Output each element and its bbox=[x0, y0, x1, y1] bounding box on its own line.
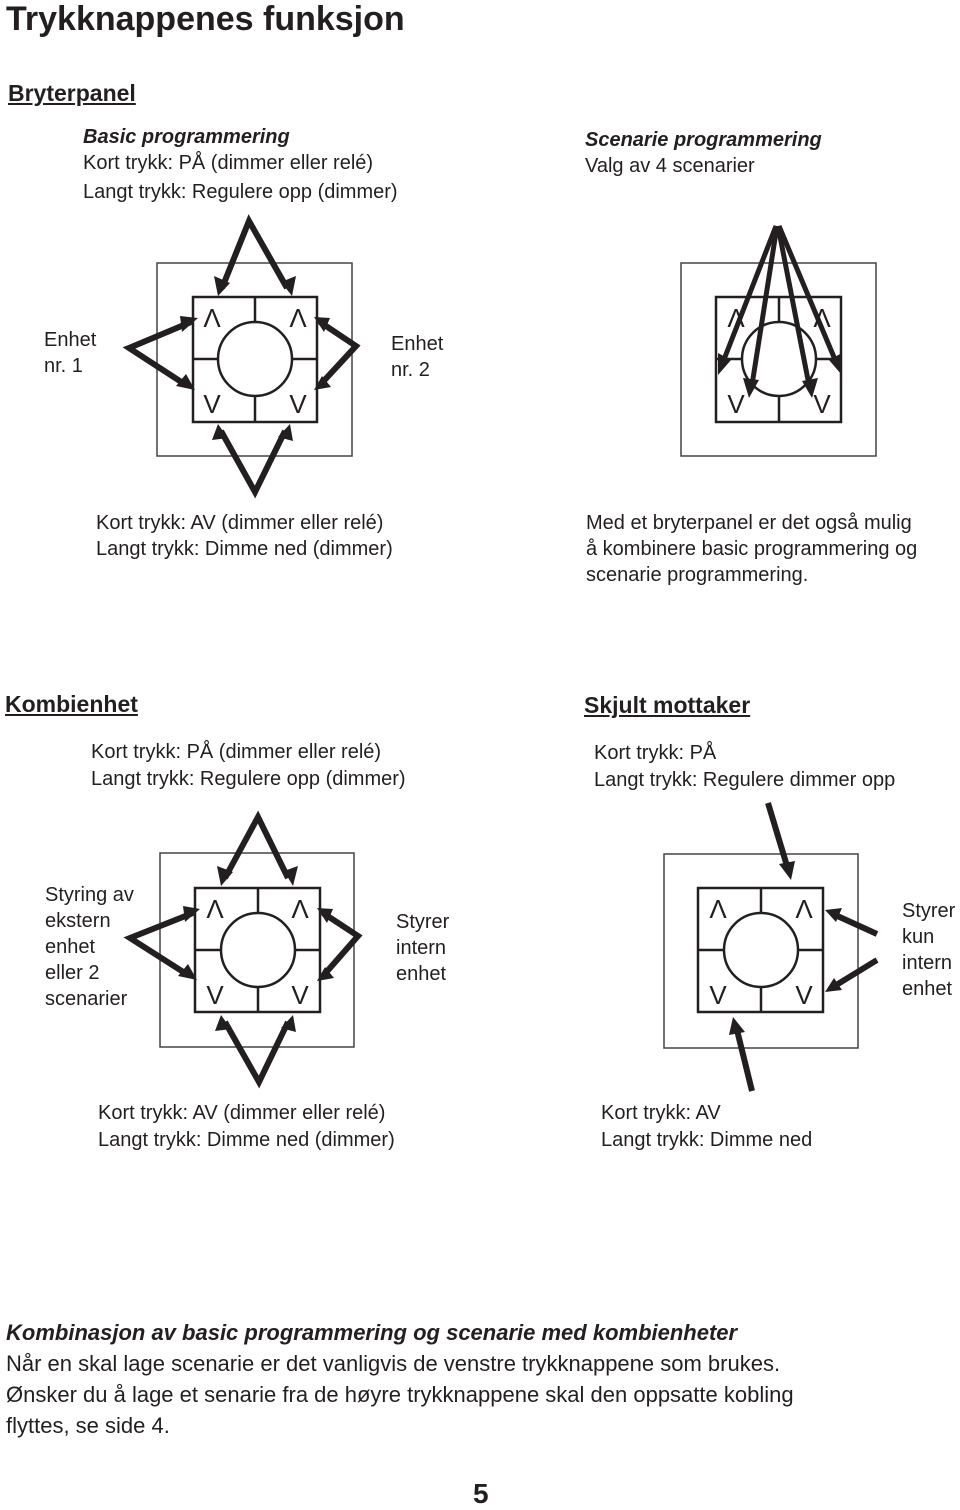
svg-text:V: V bbox=[291, 980, 309, 1010]
basic-line-1: Kort trykk: PÅ (dimmer eller relé) bbox=[83, 152, 374, 174]
svg-text:V: V bbox=[206, 980, 224, 1010]
svg-text:V: V bbox=[813, 389, 831, 419]
basic-programming-title: Basic programmering bbox=[83, 126, 290, 148]
footer-line-2: Ønsker du å lage et senarie fra de høyre… bbox=[6, 1382, 794, 1407]
page-title: Trykknappenes funksjon bbox=[6, 0, 405, 38]
key-up-left: Λ bbox=[203, 303, 221, 333]
skjult-bottom-line-2: Langt trykk: Dimme ned bbox=[601, 1129, 813, 1151]
scenario-line-1: Valg av 4 scenarier bbox=[585, 155, 755, 177]
switch-panel-2: Λ Λ V V bbox=[680, 225, 877, 457]
kombi-bottom-line-2: Langt trykk: Dimme ned (dimmer) bbox=[98, 1129, 395, 1151]
kombi-bottom-line-1: Kort trykk: AV (dimmer eller relé) bbox=[98, 1102, 386, 1124]
skjult-right-label: Styrer kun intern enhet bbox=[902, 900, 956, 1000]
key-down-left: V bbox=[203, 389, 221, 419]
key-up-right: Λ bbox=[289, 303, 307, 333]
footer-title: Kombinasjon av basic programmering og sc… bbox=[6, 1320, 738, 1345]
svg-text:V: V bbox=[795, 980, 813, 1010]
switch-panel-1: Λ Λ V V bbox=[122, 214, 361, 499]
kombi-left-label: Styring av ekstern enhet eller 2 scenari… bbox=[45, 884, 134, 1010]
kombi-line-2: Langt trykk: Regulere opp (dimmer) bbox=[91, 768, 406, 790]
basic-line-2: Langt trykk: Regulere opp (dimmer) bbox=[83, 181, 398, 203]
section-heading-bryterpanel: Bryterpanel bbox=[8, 80, 136, 106]
combination-note: Med et bryterpanel er det også mulig å k… bbox=[586, 512, 918, 586]
svg-text:Λ: Λ bbox=[813, 303, 831, 333]
switch-panel-skjult: Λ Λ V V bbox=[663, 802, 879, 1092]
svg-text:V: V bbox=[709, 980, 727, 1010]
svg-text:V: V bbox=[727, 389, 745, 419]
scenario-programming-title: Scenarie programmering bbox=[585, 129, 822, 151]
section-heading-kombienhet: Kombienhet bbox=[5, 691, 138, 717]
kombi-right-label: Styrer intern enhet bbox=[396, 911, 450, 985]
page-number: 5 bbox=[473, 1478, 489, 1509]
key-down-right: V bbox=[289, 389, 307, 419]
bryter-bottom-line-1: Kort trykk: AV (dimmer eller relé) bbox=[96, 512, 384, 534]
skjult-line-1: Kort trykk: PÅ bbox=[594, 742, 717, 764]
kombi-line-1: Kort trykk: PÅ (dimmer eller relé) bbox=[91, 741, 382, 763]
svg-text:Λ: Λ bbox=[291, 894, 309, 924]
svg-text:Λ: Λ bbox=[709, 894, 727, 924]
footer-line-1: Når en skal lage scenarie er det vanligv… bbox=[6, 1351, 781, 1376]
skjult-line-2: Langt trykk: Regulere dimmer opp bbox=[594, 769, 896, 791]
svg-text:Λ: Λ bbox=[206, 894, 224, 924]
switch-panel-kombienhet: Λ Λ V V bbox=[123, 810, 363, 1089]
section-heading-skjult-mottaker: Skjult mottaker bbox=[584, 692, 751, 718]
bryter-bottom-line-2: Langt trykk: Dimme ned (dimmer) bbox=[96, 538, 393, 560]
footer-line-3: flyttes, se side 4. bbox=[6, 1413, 170, 1438]
svg-text:Λ: Λ bbox=[795, 894, 813, 924]
skjult-bottom-line-1: Kort trykk: AV bbox=[601, 1102, 721, 1124]
